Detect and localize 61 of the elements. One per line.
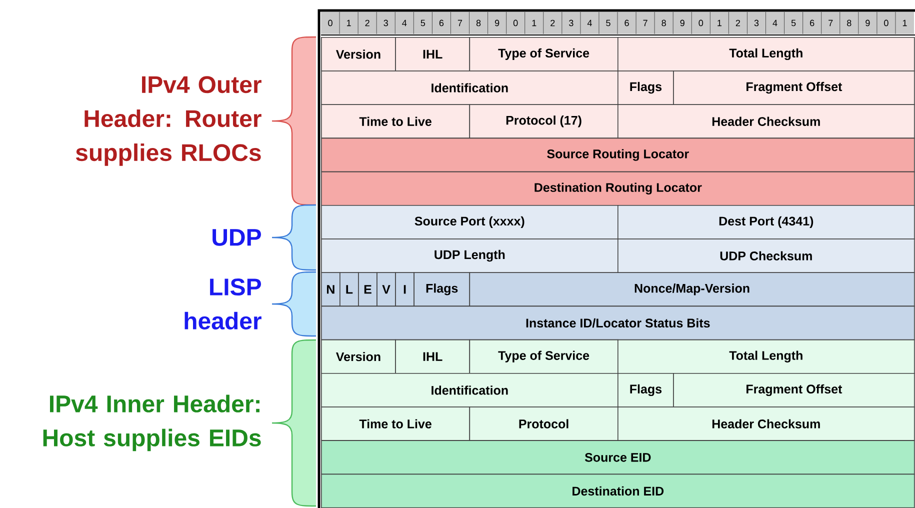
bit-number: 3 xyxy=(384,20,388,26)
field-cell: UDP Checksum xyxy=(618,238,915,273)
bit-number: 9 xyxy=(494,20,500,26)
bit-number: 7 xyxy=(458,20,462,26)
field-cell: E xyxy=(358,272,378,307)
field-cell: I xyxy=(395,272,414,307)
group-label: LISP header xyxy=(184,278,262,330)
bit-number: 0 xyxy=(884,20,888,26)
bit-number: 3 xyxy=(569,20,574,26)
bit-number: 2 xyxy=(550,20,555,26)
field-cell: N xyxy=(321,272,340,307)
bit-number: 1 xyxy=(718,20,722,26)
field-cell: Protocol xyxy=(469,406,618,441)
field-cell: Time to Live xyxy=(321,104,470,139)
bit-number: 4 xyxy=(587,20,592,26)
bit-number: 7 xyxy=(828,20,833,26)
bit-number: 9 xyxy=(866,20,870,26)
field-cell: IHL xyxy=(395,339,470,374)
field-cell: L xyxy=(340,272,359,307)
field-cell: Source Port (xxxx) xyxy=(321,204,618,240)
bit-number: 0 xyxy=(328,20,332,26)
bit-number: 5 xyxy=(606,20,610,26)
bit-number: 4 xyxy=(402,20,407,26)
field-cell: Flags xyxy=(618,372,674,408)
bit-number: 5 xyxy=(420,20,426,26)
field-cell: Protocol (17) xyxy=(469,104,618,139)
field-cell: Dest Port (4341) xyxy=(618,204,915,240)
bit-number: 8 xyxy=(662,20,666,26)
bit-number: 1 xyxy=(532,20,536,26)
bit-number: 2 xyxy=(736,20,740,26)
field-cell: V xyxy=(376,272,396,307)
field-cell: UDP Length xyxy=(321,238,618,273)
bit-number: 4 xyxy=(772,20,778,26)
field-cell: Destination EID xyxy=(321,474,915,508)
bit-number: 8 xyxy=(476,20,481,26)
group-label: IPv4 Inner Header: Host supplies EIDs xyxy=(43,394,261,452)
group-label: IPv4 Outer Header: Router supplies RLOCs xyxy=(76,76,262,166)
bit-number: 6 xyxy=(624,20,629,26)
bit-number: 5 xyxy=(791,20,796,26)
bit-number: 1 xyxy=(347,20,351,26)
field-cell: Time to Live xyxy=(321,406,470,441)
field-cell: Flags xyxy=(618,70,674,105)
field-cell: Source EID xyxy=(321,440,915,475)
field-cell: IHL xyxy=(395,37,470,72)
bit-number: 9 xyxy=(680,20,684,26)
bit-number: 7 xyxy=(643,20,648,26)
field-cell: Type of Service xyxy=(469,339,618,374)
field-cell: Type of Service xyxy=(469,37,618,72)
bit-number: 6 xyxy=(439,20,444,26)
bit-number: 3 xyxy=(754,20,759,26)
field-cell: Version xyxy=(321,37,396,72)
field-cell: Source Routing Locator xyxy=(321,138,915,172)
bit-number: 2 xyxy=(365,20,370,26)
bit-number: 0 xyxy=(513,20,518,26)
bit-number: 8 xyxy=(847,20,852,26)
bit-number: 0 xyxy=(698,20,704,26)
field-cell: Destination Routing Locator xyxy=(321,171,915,206)
bit-number: 6 xyxy=(810,20,814,26)
group-label: UDP xyxy=(212,229,261,246)
bit-number: 1 xyxy=(902,20,907,26)
field-cell: Version xyxy=(321,339,396,374)
